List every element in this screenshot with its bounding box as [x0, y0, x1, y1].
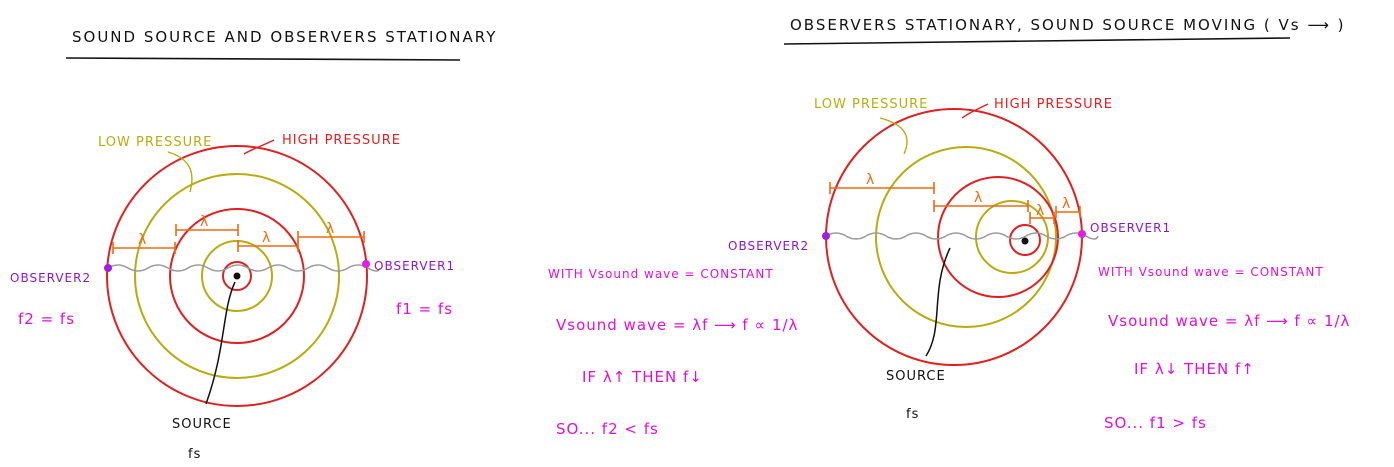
- right-source-freq: fs: [906, 407, 919, 422]
- right-lambda-2: λ: [974, 190, 982, 206]
- left-lambda-2: λ: [200, 214, 208, 230]
- left-observer1-label: OBSERVER1: [374, 259, 455, 273]
- left-observer2-dot: [104, 264, 112, 272]
- right-left-notes: WITH Vsound wave = CONSTANT Vsound wave …: [548, 267, 798, 438]
- right-right-notes: WITH Vsound wave = CONSTANT Vsound wave …: [1098, 265, 1350, 432]
- left-source-freq: fs: [188, 447, 201, 462]
- left-source-leader: [205, 281, 236, 405]
- right-low-pressure-label: LOW PRESSURE: [814, 97, 928, 112]
- left-notes-line2: Vsound wave = λf ⟶ f ∝ 1/λ: [556, 316, 798, 334]
- left-lambda-1: λ: [138, 232, 146, 248]
- left-title: SOUND SOURCE AND OBSERVERS STATIONARY: [72, 28, 497, 46]
- right-lambda-4: λ: [1062, 196, 1070, 212]
- right-notes-line1: WITH Vsound wave = CONSTANT: [1098, 265, 1324, 279]
- left-notes-line3: IF λ↑ THEN f↓: [582, 368, 703, 386]
- right-high-pressure-leader: [961, 103, 989, 119]
- left-outer-low-pressure-circle: [134, 173, 340, 379]
- right-lambda-1: λ: [866, 172, 874, 188]
- left-lambda-3: λ: [262, 230, 270, 246]
- right-source-leader: [925, 247, 951, 357]
- right-notes-line2: Vsound wave = λf ⟶ f ∝ 1/λ: [1108, 312, 1350, 330]
- right-wavelength-brackets: [829, 182, 1081, 224]
- right-source-label: SOURCE: [886, 369, 946, 384]
- right-observer2-label: OBSERVER2: [728, 239, 809, 253]
- left-inner-low-pressure-circle: [201, 240, 273, 312]
- right-title: OBSERVERS STATIONARY, SOUND SOURCE MOVIN…: [790, 16, 1345, 34]
- right-high-pressure-label: HIGH PRESSURE: [994, 97, 1113, 112]
- left-low-pressure-leader: [167, 151, 193, 193]
- right-notes-line3: IF λ↓ THEN f↑: [1134, 360, 1255, 378]
- left-lambda-4: λ: [326, 221, 334, 237]
- right-observer1-label: OBSERVER1: [1090, 221, 1171, 235]
- left-low-pressure-label: LOW PRESSURE: [98, 135, 212, 150]
- left-observer2-label: OBSERVER2: [10, 271, 91, 285]
- left-middle-high-pressure-circle: [169, 208, 305, 344]
- right-low-pressure-leader: [879, 117, 908, 155]
- left-observer1-freq: f1 = fs: [396, 300, 453, 318]
- right-observer1-dot: [1078, 230, 1086, 238]
- right-sound-wave-line: [825, 232, 1099, 240]
- left-wavelength-brackets: [112, 224, 365, 254]
- left-inner-high-pressure-circle: [222, 261, 252, 291]
- left-high-pressure-label: HIGH PRESSURE: [282, 133, 401, 148]
- left-source-dot: [233, 272, 241, 280]
- right-outer-low-pressure-circle: [875, 146, 1057, 328]
- right-notes-line4: SO... f1 > fs: [1104, 414, 1207, 432]
- left-sound-wave-line: [107, 264, 381, 272]
- left-notes-line4: SO... f2 < fs: [556, 420, 659, 438]
- left-source-label: SOURCE: [172, 417, 232, 432]
- right-title-underline: [783, 37, 1291, 45]
- left-observer1-dot: [362, 260, 370, 268]
- left-outer-high-pressure-circle: [106, 145, 368, 407]
- left-title-underline: [65, 57, 461, 61]
- right-lambda-3: λ: [1036, 203, 1044, 219]
- right-observer2-dot: [822, 232, 830, 240]
- left-notes-line1: WITH Vsound wave = CONSTANT: [548, 267, 774, 281]
- left-observer2-freq: f2 = fs: [18, 310, 75, 328]
- right-source-dot: [1021, 237, 1029, 245]
- right-inner-high-pressure-circle: [1009, 224, 1041, 256]
- right-panel: OBSERVERS STATIONARY, SOUND SOURCE MOVIN…: [548, 16, 1350, 438]
- right-middle-high-pressure-circle: [937, 176, 1059, 298]
- left-high-pressure-leader: [243, 139, 275, 155]
- left-panel: SOUND SOURCE AND OBSERVERS STATIONARY λ …: [10, 28, 497, 462]
